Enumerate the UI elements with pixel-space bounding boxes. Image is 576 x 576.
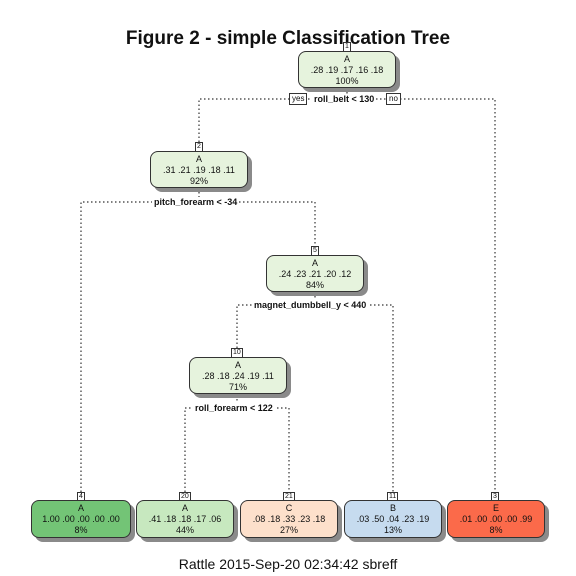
split-label-root: roll_belt < 130 xyxy=(312,94,377,105)
branch-yes-label: yes xyxy=(289,93,308,105)
node-probabilities: .28 .18 .24 .19 .11 xyxy=(202,371,274,381)
split-label-node2: pitch_forearm < -34 xyxy=(152,197,240,208)
node-class: A xyxy=(77,503,84,513)
split-label-node10: roll_forearm < 122 xyxy=(193,403,275,414)
node-percentage: 13% xyxy=(383,525,402,535)
node-percentage: 100% xyxy=(335,76,359,86)
branch-no-label: no xyxy=(386,93,401,105)
tree-leaf-11: B .03 .50 .04 .23 .19 13% xyxy=(344,500,442,538)
node-probabilities: .24 .23 .21 .20 .12 xyxy=(278,269,352,279)
chart-title: Figure 2 - simple Classification Tree xyxy=(125,28,451,49)
tree-leaf-4: A 1.00 .00 .00 .00 .00 8% xyxy=(31,500,131,538)
node-probabilities: .03 .50 .04 .23 .19 xyxy=(356,514,430,524)
node-percentage: 27% xyxy=(279,525,298,535)
node-class: A xyxy=(195,154,202,164)
node-probabilities: .41 .18 .18 .17 .06 xyxy=(148,514,222,524)
node-class: A xyxy=(234,360,241,370)
node-class: E xyxy=(492,503,499,513)
node-class: A xyxy=(311,258,318,268)
node-class: A xyxy=(181,503,188,513)
tree-leaf-3: E .01 .00 .00 .00 .99 8% xyxy=(447,500,545,538)
tree-node-5: A .24 .23 .21 .20 .12 84% xyxy=(266,255,364,292)
tree-node-10: A .28 .18 .24 .19 .11 71% xyxy=(189,357,287,394)
node-percentage: 71% xyxy=(228,382,247,392)
node-percentage: 92% xyxy=(189,176,208,186)
node-percentage: 8% xyxy=(74,525,88,535)
split-label-node5: magnet_dumbbell_y < 440 xyxy=(252,300,369,311)
tree-node-2: A .31 .21 .19 .18 .11 92% xyxy=(150,151,248,188)
node-percentage: 84% xyxy=(305,280,324,290)
node-percentage: 8% xyxy=(489,525,503,535)
node-probabilities: .28 .19 .17 .16 .18 xyxy=(310,65,384,75)
node-probabilities: 1.00 .00 .00 .00 .00 xyxy=(42,514,120,524)
node-probabilities: .01 .00 .00 .00 .99 xyxy=(459,514,533,524)
tree-leaf-21: C .08 .18 .33 .23 .18 27% xyxy=(240,500,338,538)
node-class: B xyxy=(389,503,396,513)
node-class: A xyxy=(343,54,350,64)
node-class: C xyxy=(285,503,293,513)
node-probabilities: .08 .18 .33 .23 .18 xyxy=(252,514,326,524)
footer-caption: Rattle 2015-Sep-20 02:34:42 sbreff xyxy=(178,556,398,572)
node-percentage: 44% xyxy=(175,525,194,535)
tree-node-1: A .28 .19 .17 .16 .18 100% xyxy=(298,51,396,88)
node-probabilities: .31 .21 .19 .18 .11 xyxy=(163,165,235,175)
tree-leaf-20: A .41 .18 .18 .17 .06 44% xyxy=(136,500,234,538)
